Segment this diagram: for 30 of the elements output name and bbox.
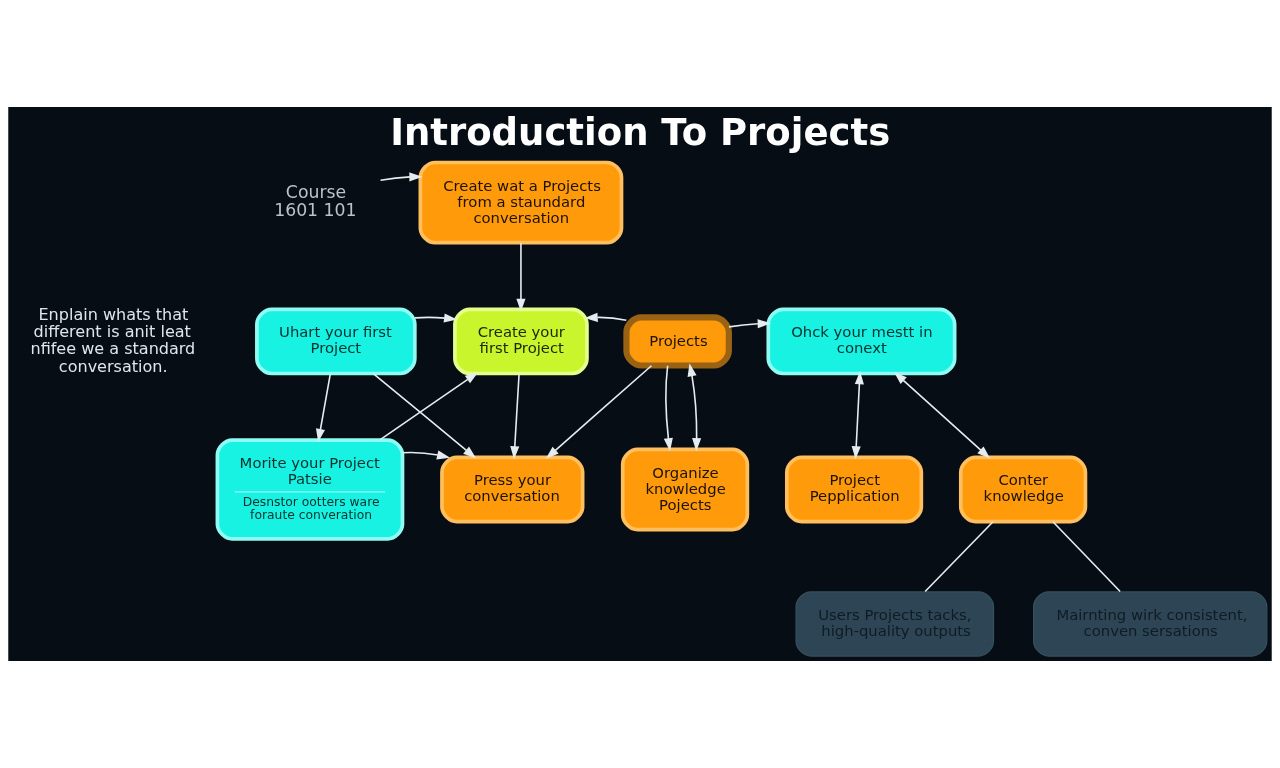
node-box: Create wat a Projects from a staundard conversation [418,160,624,245]
node-box: Organize knowledge Pojects [620,447,750,532]
node-box: Create your first Project [453,307,589,376]
arrow [510,372,520,460]
arrow [545,364,653,459]
arrow [893,371,991,459]
arrow [379,172,423,182]
node-box: Morite your Project Patsie Desnstor ootters ware foraute converation [215,438,405,541]
node-box: Project Pepplication [785,455,924,524]
arrow [584,312,628,322]
arrow [402,450,451,460]
arrow [414,313,458,323]
node-box: Uhart your first Project [255,307,417,376]
arrow [728,319,771,329]
node-box: Ohck your mestt in conext [766,307,957,376]
arrow [851,371,864,460]
connector [1052,520,1121,593]
arrow [663,364,673,452]
arrow [315,372,332,443]
node-text: Course 1601 101 [274,181,357,221]
arrow [372,372,477,459]
arrow [516,242,526,312]
connector [924,520,994,593]
diagram-title: Introduction To Projects [390,111,891,155]
node-box: Press your conversation [440,455,585,524]
label: Enplain whats that different is anit leat nfifee we a standard conversation. [30,304,196,376]
node-box: Conter knowledge [958,455,1088,524]
arrow [687,363,702,452]
arrow [379,372,479,441]
node-box: Projects [623,314,732,369]
